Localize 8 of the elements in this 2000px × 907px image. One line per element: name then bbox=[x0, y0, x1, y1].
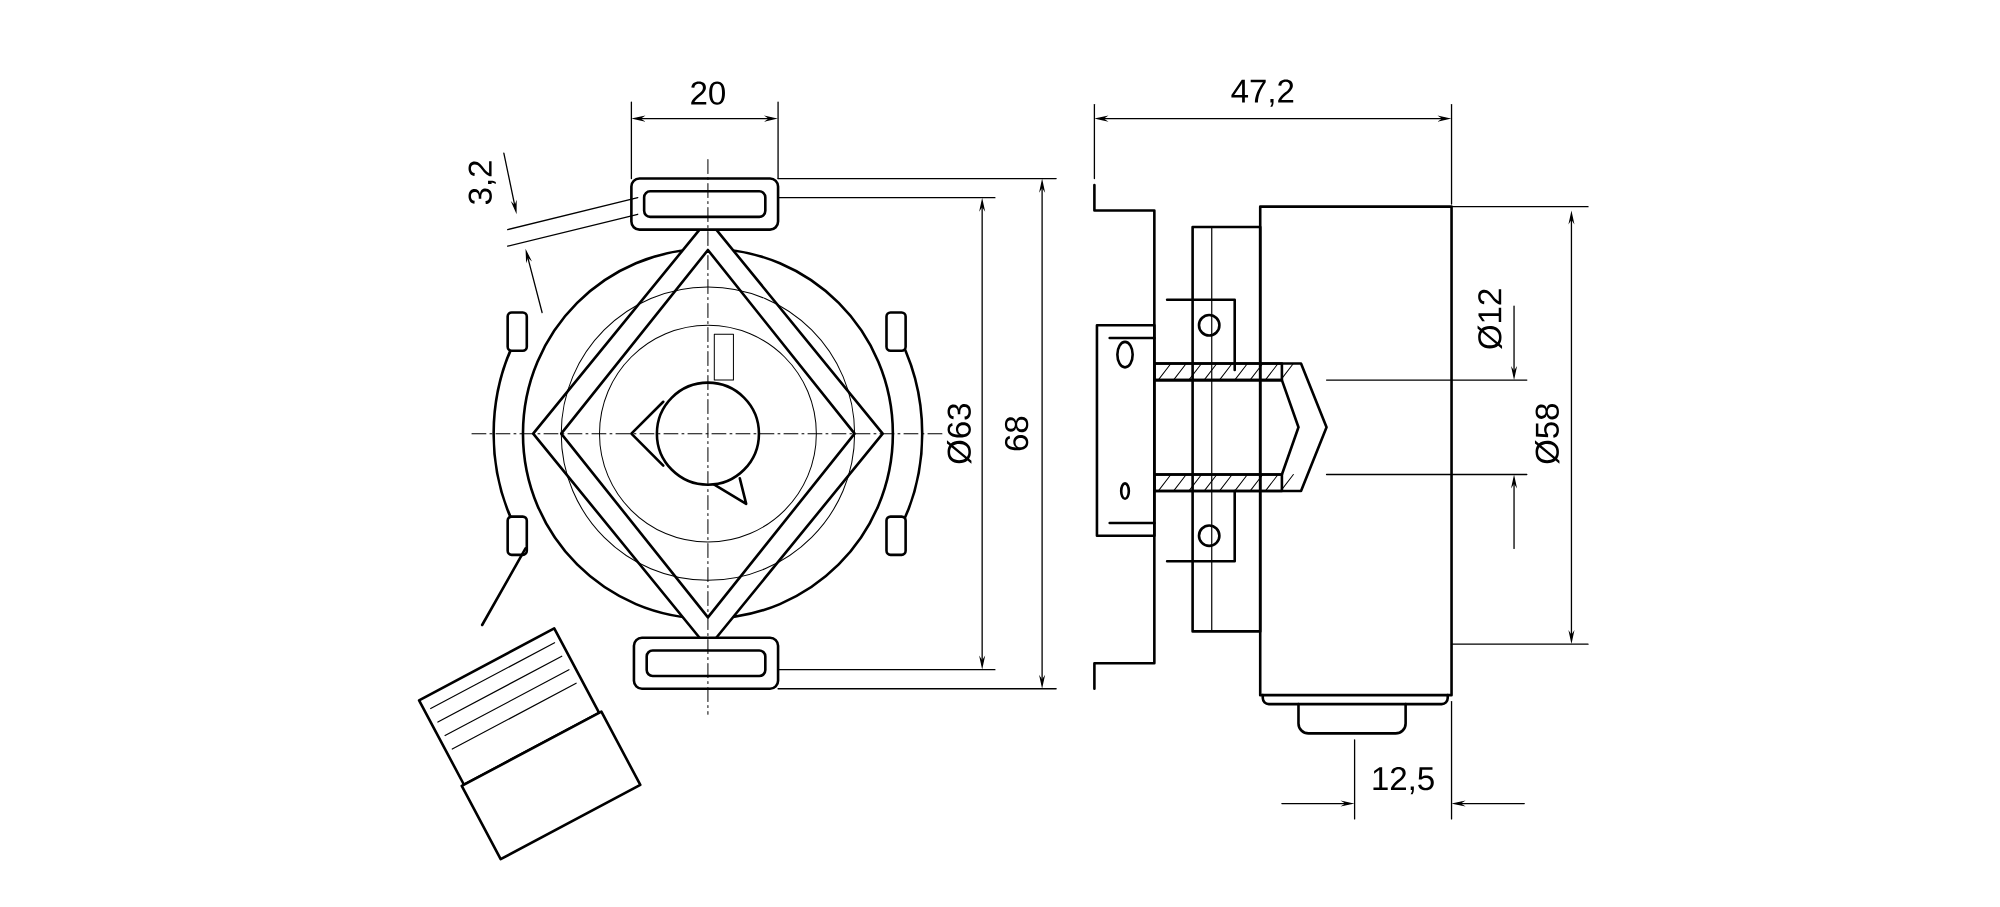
dimension-label: 68 bbox=[1004, 416, 1029, 451]
dimension-label: 12,5 bbox=[1373, 767, 1434, 795]
dimension-label: Ø58 bbox=[1534, 404, 1560, 464]
dimension-label: 47,2 bbox=[1231, 79, 1294, 107]
dimension-label: 20 bbox=[691, 81, 725, 105]
dimension-label: Ø12 bbox=[1477, 289, 1503, 349]
dimension-label: 3,2 bbox=[468, 161, 496, 205]
dimension-label: Ø63 bbox=[946, 404, 972, 464]
